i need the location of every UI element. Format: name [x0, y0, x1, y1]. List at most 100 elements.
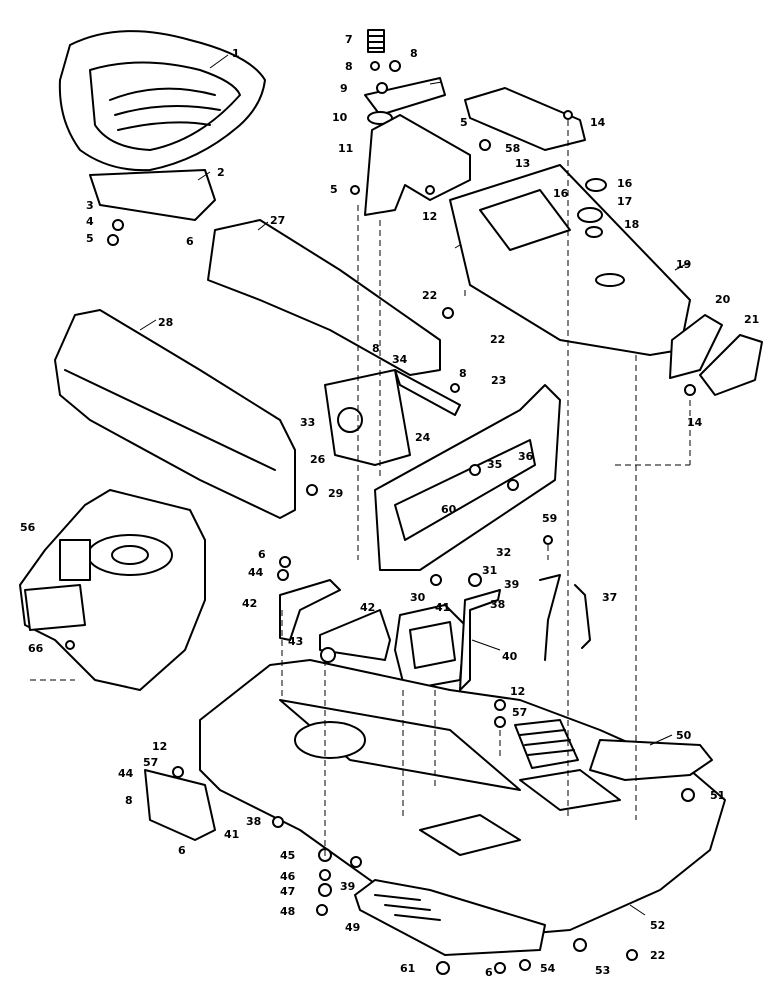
callout: 12: [422, 210, 437, 223]
side-plate-outer-part: [699, 334, 763, 396]
callout: 42: [360, 601, 375, 614]
hardware-fasteners: [65, 60, 696, 975]
callout: 7: [345, 33, 353, 46]
callout: 22: [490, 333, 505, 346]
callout: 6: [178, 844, 186, 857]
callout: 4: [86, 215, 94, 228]
callout: 39: [504, 578, 519, 591]
callout: 46: [280, 870, 296, 883]
callout: 60: [441, 503, 457, 516]
callout: 40: [502, 650, 518, 663]
callout: 5: [330, 183, 338, 196]
callout: 28: [158, 316, 173, 329]
seat-pan-part: [89, 169, 216, 221]
callout: 51: [710, 789, 725, 802]
seat-support-part: [364, 114, 471, 216]
callout: 38: [490, 598, 505, 611]
callout: 44: [118, 767, 134, 780]
callout: 21: [744, 313, 759, 326]
cable-part: [539, 574, 561, 661]
callout: 57: [143, 756, 158, 769]
knob-bezel-part: [585, 226, 603, 238]
callout: 34: [392, 353, 408, 366]
callout: 58: [505, 142, 520, 155]
callout: 16: [617, 177, 633, 190]
callout: 31: [482, 564, 497, 577]
engine-part: [19, 489, 206, 691]
callout: 13: [515, 157, 530, 170]
callout: 27: [270, 214, 285, 227]
footrest-part: [589, 739, 713, 781]
pedal-bracket-part: [279, 579, 341, 641]
callout: 8: [345, 60, 353, 73]
callout: 30: [410, 591, 426, 604]
callout-labels: 1 2 3 4 5 6 7 8 8 9 10 11 5 58 13 14 5 1…: [20, 33, 759, 979]
seat-knob-part: [367, 111, 393, 125]
callout: 8: [125, 794, 133, 807]
callout: 6: [258, 548, 266, 561]
knob-part: [585, 178, 607, 192]
callout: 12: [152, 740, 167, 753]
callout: 5: [86, 232, 94, 245]
callout: 16: [553, 187, 569, 200]
callout: 41: [224, 828, 239, 841]
step-plate-part: [354, 879, 546, 956]
callout: 1: [232, 47, 240, 60]
seat-spring-part: [367, 29, 385, 53]
callout: 14: [687, 416, 703, 429]
frame-part: [199, 659, 726, 936]
seat-adjust-bracket-part: [364, 77, 446, 116]
callout: 22: [650, 949, 665, 962]
callout: 17: [617, 195, 632, 208]
assembly-guide-lines: [30, 120, 691, 860]
dash-panel-part: [449, 164, 691, 356]
hood-upper-part: [207, 219, 441, 376]
callout: 11: [338, 142, 353, 155]
callout: 37: [602, 591, 617, 604]
callout: 44: [248, 566, 264, 579]
callout: 42: [242, 597, 257, 610]
callout: 20: [715, 293, 731, 306]
callout: 32: [496, 546, 511, 559]
control-rod-part: [574, 584, 591, 649]
callout: 45: [280, 849, 295, 862]
callout: 52: [650, 919, 665, 932]
callout: 33: [300, 416, 315, 429]
floor-grille-part: [514, 719, 579, 769]
panel-cover-part: [464, 87, 586, 151]
knob-washer-part: [577, 207, 603, 223]
callout: 2: [217, 166, 225, 179]
callout: 61: [400, 962, 415, 975]
pedal-bracket-lower-part: [319, 609, 391, 661]
callout: 57: [512, 706, 527, 719]
callout: 14: [590, 116, 606, 129]
callout: 3: [86, 199, 94, 212]
side-plate-part: [669, 314, 723, 379]
callout: 49: [345, 921, 360, 934]
callout: 38: [246, 815, 261, 828]
callout: 8: [459, 367, 467, 380]
hood-strut-part: [394, 369, 461, 416]
callout: 19: [676, 258, 691, 271]
callout: 22: [422, 289, 437, 302]
hood-bracket-part: [324, 369, 411, 466]
callout: 10: [332, 111, 348, 124]
callout: 5: [460, 116, 468, 129]
callout: 39: [340, 880, 355, 893]
callout: 59: [542, 512, 557, 525]
callout: 23: [491, 374, 506, 387]
callout: 53: [595, 964, 610, 977]
hood-part: [54, 309, 296, 519]
callout: 56: [20, 521, 36, 534]
callout: 12: [510, 685, 525, 698]
support-bracket-part: [459, 589, 501, 691]
callout: 18: [624, 218, 639, 231]
callout: 35: [487, 458, 502, 471]
callout: 47: [280, 885, 295, 898]
callout: 43: [288, 635, 303, 648]
callout: 50: [676, 729, 692, 742]
callout: 48: [280, 905, 295, 918]
callout: 66: [28, 642, 44, 655]
callout: 6: [485, 966, 493, 979]
